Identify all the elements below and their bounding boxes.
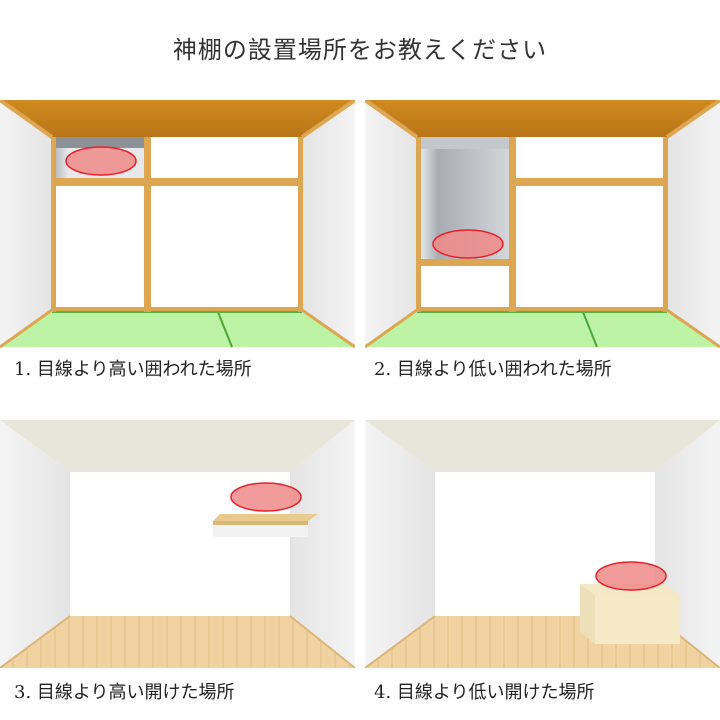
panel-high-enclosed — [0, 100, 355, 348]
caption-4: 4. 目線より低い開けた場所 — [374, 682, 595, 703]
highlight-ellipse — [595, 561, 667, 591]
caption-1: 1. 目線より高い囲われた場所 — [14, 359, 252, 380]
highlight-ellipse — [230, 482, 302, 512]
panel-high-open — [0, 420, 355, 668]
caption-2: 2. 目線より低い囲われた場所 — [374, 359, 612, 380]
page-title: 神棚の設置場所をお教えください — [172, 36, 548, 64]
highlight-ellipse — [65, 146, 137, 176]
room-illustration-low-open — [365, 420, 720, 668]
panel-low-enclosed — [365, 100, 720, 348]
room-illustration-high-open — [0, 420, 355, 668]
panel-low-open — [365, 420, 720, 668]
highlight-ellipse — [432, 229, 504, 259]
caption-3: 3. 目線より高い開けた場所 — [14, 682, 235, 703]
washitsu-illustration-high-enclosed — [0, 100, 355, 348]
washitsu-illustration-low-enclosed — [365, 100, 720, 348]
